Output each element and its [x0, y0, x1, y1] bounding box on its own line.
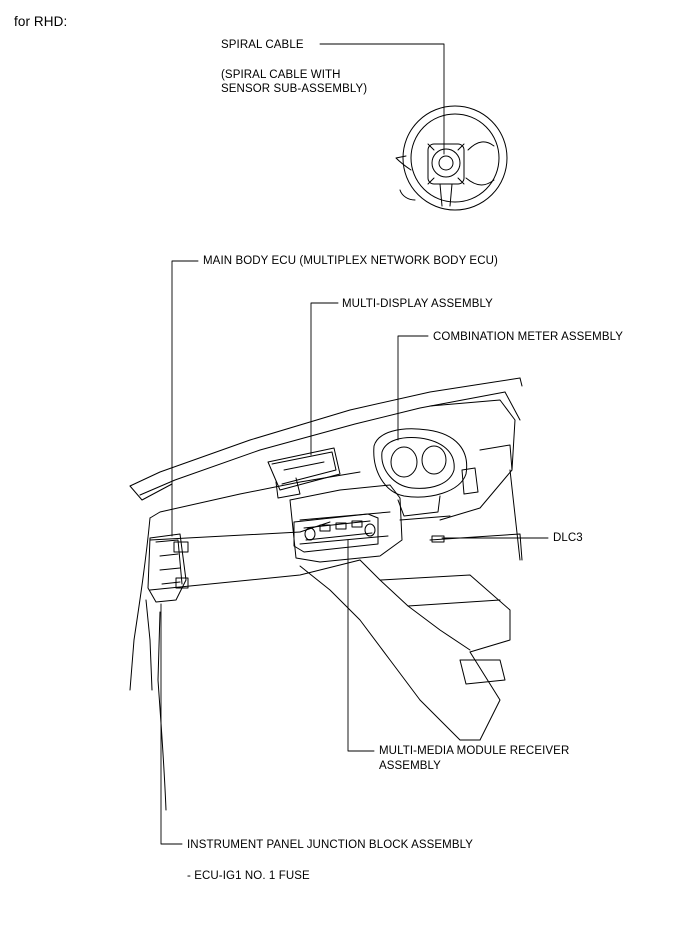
label-main-body-ecu: MAIN BODY ECU (MULTIPLEX NETWORK BODY EC… [203, 255, 498, 267]
label-combination-meter: COMBINATION METER ASSEMBLY [433, 331, 624, 343]
multi-media-receiver-illustration [293, 513, 379, 553]
leader-spiral-cable [319, 43, 445, 155]
combination-meter-illustration [373, 428, 468, 517]
leader-main-body-ecu [171, 260, 199, 537]
multi-display-illustration [267, 447, 341, 499]
steering-wheel-illustration [395, 105, 508, 211]
leader-lines [160, 43, 549, 845]
leader-junction-block [160, 603, 183, 845]
dashboard-illustration [129, 377, 523, 811]
label-multi-display: MULTI-DISPLAY ASSEMBLY [342, 298, 493, 310]
leader-combination-meter [397, 335, 429, 441]
label-mm-receiver-line2: ASSEMBLY [379, 760, 441, 772]
label-ecu-ig1-fuse: - ECU-IG1 NO. 1 FUSE [187, 870, 310, 882]
label-dlc3: DLC3 [553, 532, 583, 544]
label-spiral-cable-note-line2: SENSOR SUB-ASSEMBLY) [221, 83, 368, 95]
junction-block-illustration [147, 533, 189, 603]
leader-mm-receiver [347, 539, 375, 752]
label-spiral-cable-note-line1: (SPIRAL CABLE WITH [221, 69, 341, 81]
label-spiral-cable: SPIRAL CABLE [221, 39, 304, 51]
dlc3-connector-illustration [431, 535, 445, 543]
label-instrument-panel-jb: INSTRUMENT PANEL JUNCTION BLOCK ASSEMBLY [187, 839, 474, 851]
page-heading: for RHD: [14, 14, 68, 29]
leader-multi-display [310, 302, 339, 456]
label-mm-receiver-line1: MULTI-MEDIA MODULE RECEIVER [379, 745, 570, 757]
